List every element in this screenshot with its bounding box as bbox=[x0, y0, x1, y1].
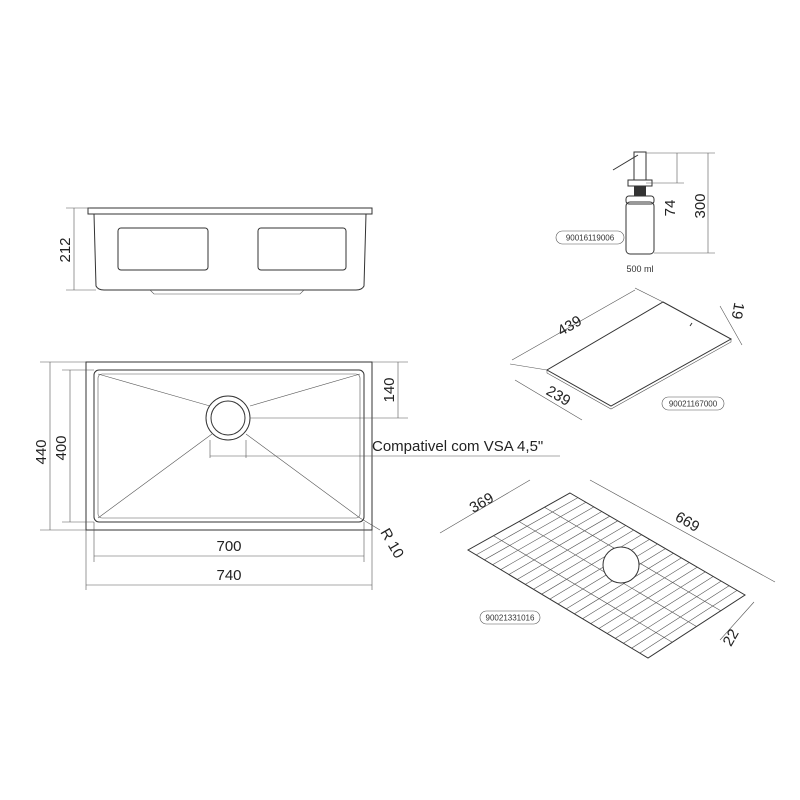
outer-width-label: 740 bbox=[216, 567, 241, 584]
dispenser-capacity: 500 ml bbox=[626, 264, 653, 274]
board-thickness-label: 19 bbox=[728, 301, 748, 320]
drain-hole bbox=[205, 395, 251, 441]
sink-top-view: 440 400 140 Compativel com VSA 4,5" 700 … bbox=[33, 361, 560, 590]
cutting-board: 439 239 19 90021167000 bbox=[509, 287, 748, 421]
grid-length-label: 669 bbox=[672, 508, 702, 535]
grid-code-pill bbox=[479, 610, 541, 625]
board-width-label: 239 bbox=[543, 382, 573, 409]
board-code-pill bbox=[661, 396, 725, 411]
inner-width-label: 700 bbox=[216, 538, 241, 555]
soap-dispenser: 74 300 90016119006 500 ml bbox=[555, 151, 715, 274]
sink-side-view: 212 bbox=[57, 207, 373, 295]
grid-height-label: 22 bbox=[720, 626, 743, 649]
dispenser-code: 90016119006 bbox=[566, 234, 615, 243]
drain-offset-label: 140 bbox=[381, 377, 398, 402]
total-height-label: 300 bbox=[692, 193, 709, 218]
dispenser-code-pill bbox=[555, 230, 625, 245]
corner-radius-label: R 10 bbox=[377, 526, 408, 562]
neck-height-label: 74 bbox=[662, 200, 679, 217]
grid-code: 90021331016 bbox=[486, 614, 535, 623]
bottom-grid: 369 669 22 90021331016 bbox=[439, 479, 776, 659]
grid-wire bbox=[493, 535, 673, 643]
inner-height-label: 400 bbox=[53, 435, 70, 460]
board-length-label: 439 bbox=[555, 312, 585, 339]
grid-drain-opening bbox=[602, 546, 640, 584]
drain-compatibility-note: Compativel com VSA 4,5" bbox=[372, 438, 543, 455]
side-height-label: 212 bbox=[57, 237, 74, 262]
grid-width-label: 369 bbox=[467, 489, 497, 516]
board-code: 90021167000 bbox=[669, 400, 718, 409]
outer-height-label: 440 bbox=[33, 439, 50, 464]
